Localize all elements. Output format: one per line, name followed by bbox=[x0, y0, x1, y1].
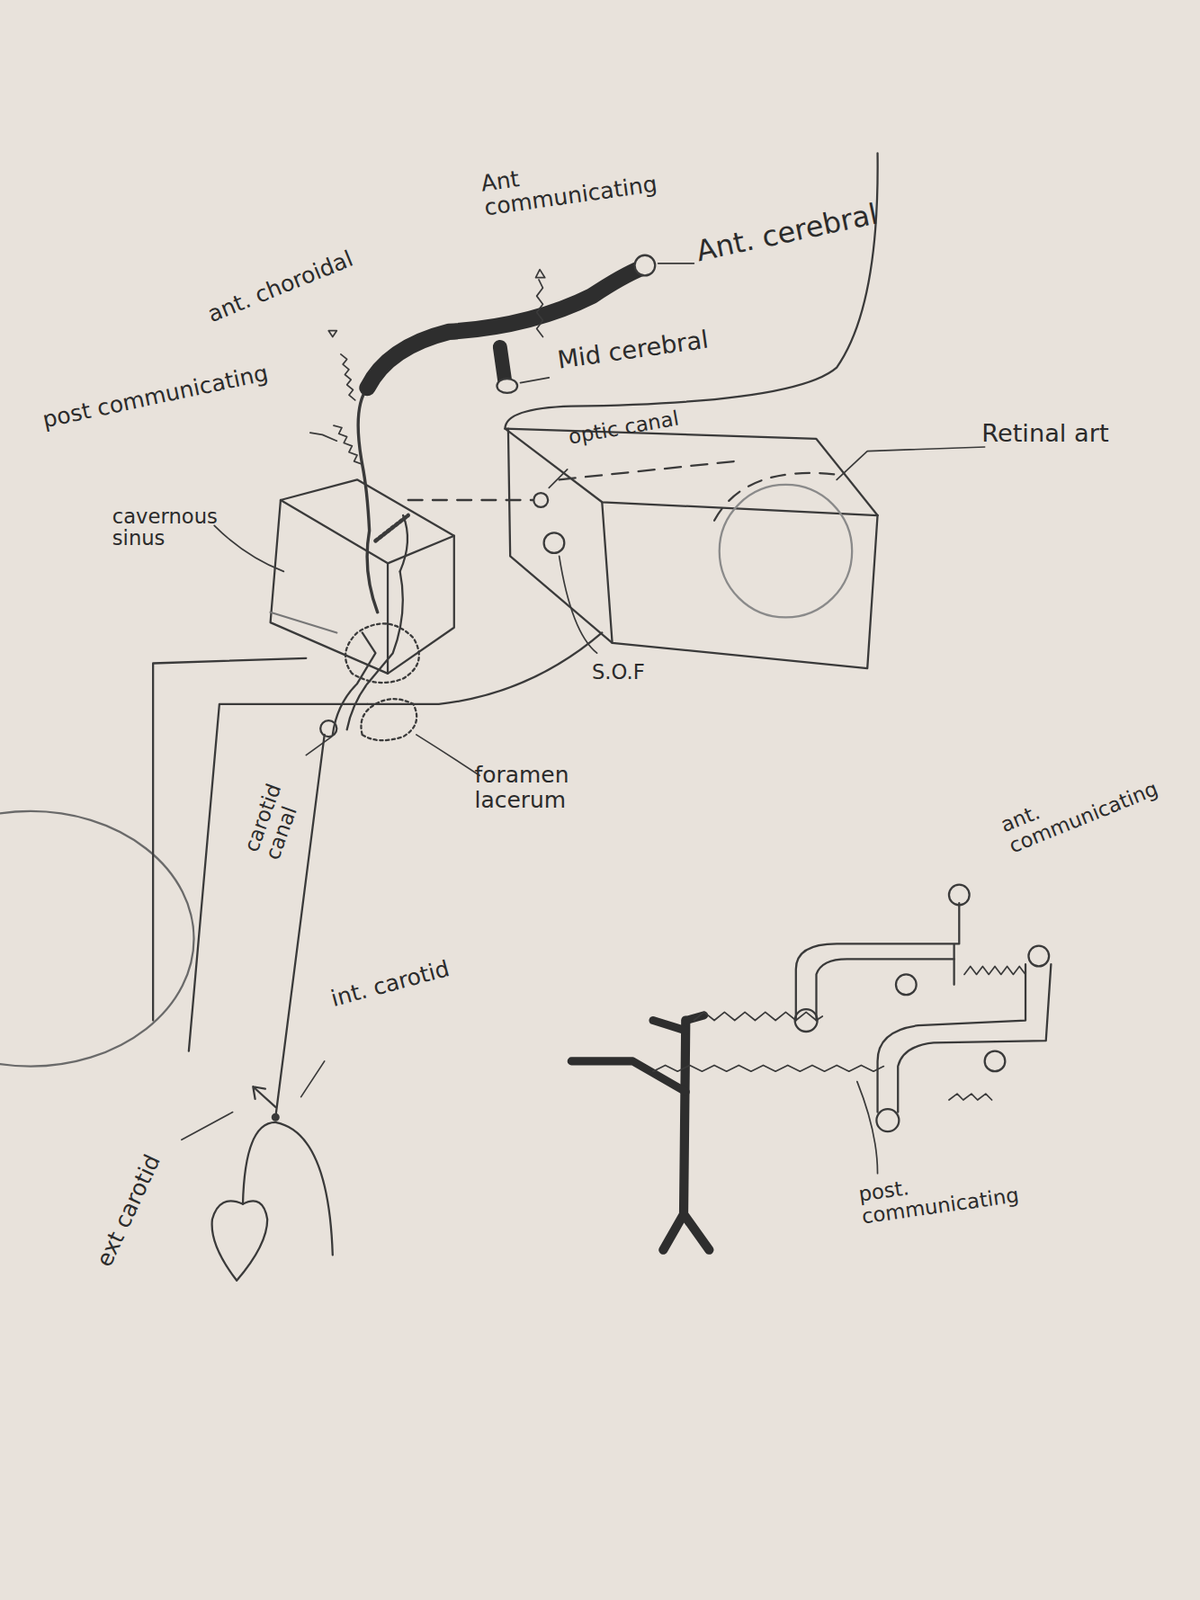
artery-label: Ant communicating bbox=[479, 144, 679, 221]
artery-label: Retinal art bbox=[981, 420, 1114, 448]
artery-label: ext carotid bbox=[91, 1149, 166, 1272]
heart-and-bifurcation bbox=[212, 1086, 333, 1281]
foramen-label: foramen lacerum bbox=[474, 762, 618, 813]
retinal-dash bbox=[714, 473, 837, 521]
artery-label: Ant. cerebral bbox=[693, 186, 941, 269]
artery-label: Mid cerebral bbox=[555, 315, 782, 374]
artery-label: ant. choroidal bbox=[204, 231, 394, 327]
internal-carotid bbox=[275, 255, 655, 1119]
ophthalmic-dash bbox=[559, 461, 735, 480]
artery-label: post communicating bbox=[40, 357, 286, 432]
artery-label: ant. communicating bbox=[997, 743, 1195, 859]
bone-outline bbox=[367, 632, 602, 704]
artery-label: post. communicating bbox=[857, 1156, 1056, 1228]
ophthalmic-dash bbox=[408, 499, 533, 502]
bone-outline bbox=[0, 811, 195, 1067]
sinus-label: cavernous sinus bbox=[112, 505, 256, 551]
leader-lines bbox=[181, 263, 993, 1174]
foramen-label: optic canal bbox=[566, 393, 762, 449]
foramen-label: S.O.F bbox=[591, 661, 674, 684]
artery-label: int. carotid bbox=[328, 937, 522, 1012]
cavernous-cube bbox=[270, 479, 455, 674]
